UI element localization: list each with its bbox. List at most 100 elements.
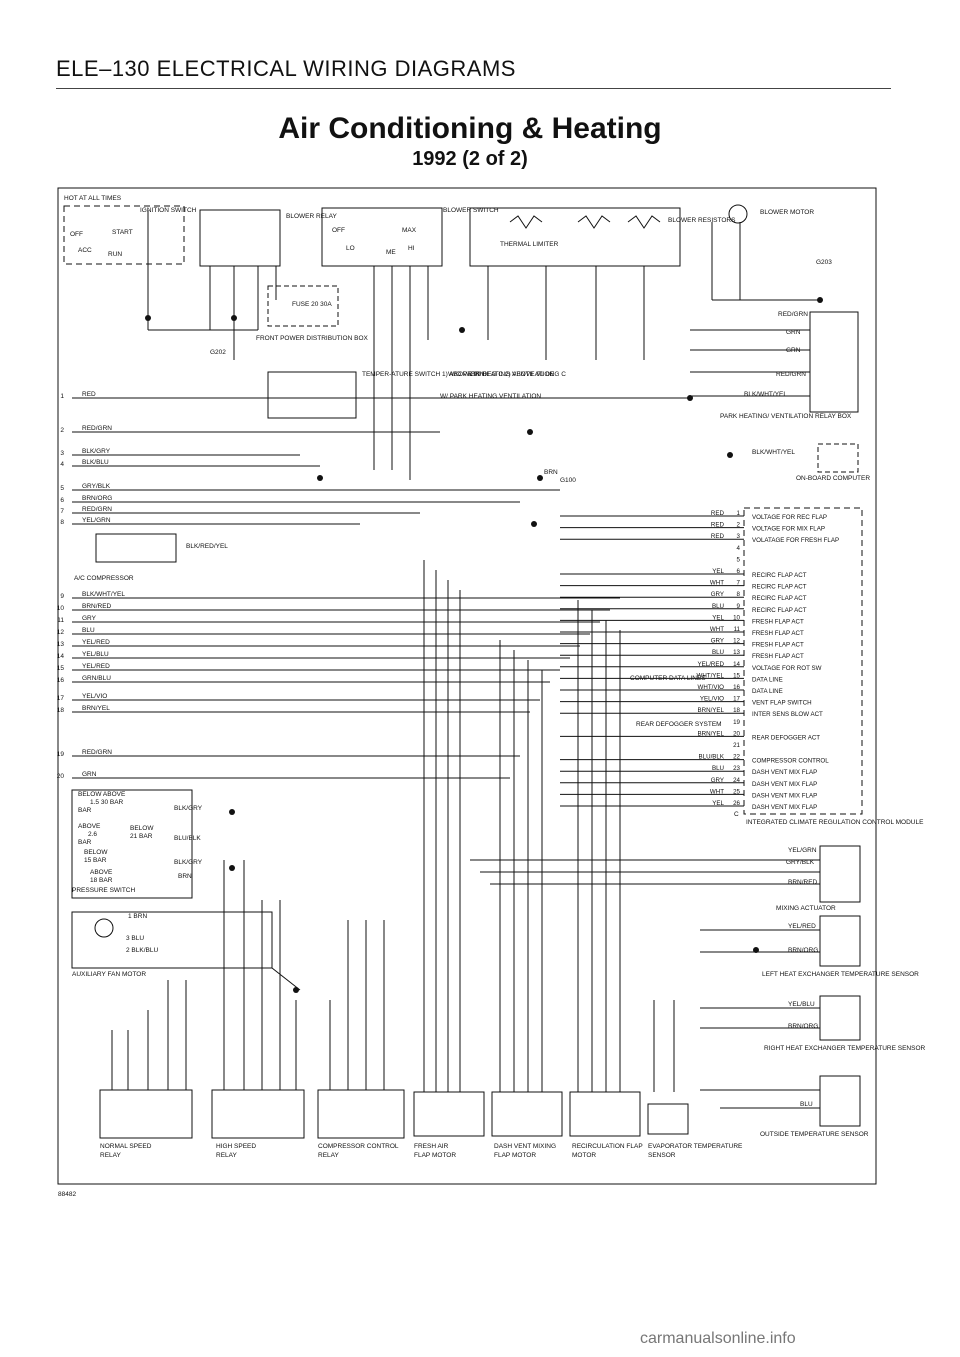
fan-blu-label: 3 BLU (126, 935, 144, 942)
header-rule (56, 88, 891, 89)
mixing-actuator-label: MIXING ACTUATOR (776, 905, 836, 912)
bottom-component-label: RECIRCULATION FLAP (572, 1143, 643, 1150)
module-pin-number: 13 (733, 649, 740, 656)
module-pin-number: 19 (733, 719, 740, 726)
module-pin-color: YEL (712, 800, 724, 807)
left-wire-color: RED/GRN (82, 425, 112, 432)
module-pin-color: GRY (711, 638, 724, 645)
gry-blk-label: GRY/BLK (786, 859, 815, 866)
blower-resistors-box (469, 207, 681, 267)
blower-switch-hi: HI (408, 245, 415, 252)
module-pin-number: 24 (733, 777, 740, 784)
left-wire-color: BLK/GRY (82, 448, 111, 455)
module-pin-number: 20 (733, 730, 740, 737)
high-speed-relay-box (211, 1089, 305, 1139)
left-wire-color: YEL/RED (82, 639, 110, 646)
left-wire-number: 20 (57, 773, 65, 780)
module-pin-number: 11 (734, 626, 741, 633)
module-pin-color: RED (711, 533, 725, 540)
blk-gry2-label: BLK/GRY (174, 859, 203, 866)
pressure-15-30: 1.5 30 BAR (90, 799, 124, 806)
fuse-label: FUSE 20 30A (292, 301, 332, 308)
module-pin-color: WHT (710, 626, 724, 633)
blower-switch-box (321, 207, 443, 267)
blk-red-yel-label: BLK/RED/YEL (186, 543, 228, 550)
left-wire-color: BRN/YEL (82, 705, 110, 712)
left-wire-number: 8 (60, 519, 64, 526)
bottom-vertical-wires (111, 560, 675, 1092)
module-pin-number: 2 (737, 522, 741, 529)
module-pin-function: VOLTAGE FOR ROT SW (752, 665, 822, 672)
module-pin-function: RECIRC FLAP ACT (752, 607, 807, 614)
module-pin-number: 1 (737, 510, 741, 517)
fuse-box (267, 285, 339, 327)
recirc-motor-box (569, 1091, 641, 1137)
pressure-switch-label: PRESSURE SWITCH (72, 887, 136, 894)
compressor-relay-box (317, 1089, 405, 1139)
left-wire-color: BLK/WHT/YEL (82, 591, 125, 598)
pressure-below-above: BELOW ABOVE (78, 791, 126, 798)
ignition-switch-box (63, 205, 185, 265)
left-wire-number: 18 (57, 707, 65, 714)
pressure-switch-box (71, 789, 193, 899)
module-pin-color: WHT (710, 788, 724, 795)
left-wire-color: YEL/VIO (82, 693, 107, 700)
red-grn-8-label: RED/GRN (776, 371, 806, 378)
computer-data-lines-label: COMPUTER DATA LINES (630, 675, 706, 682)
left-wire-color: BLU (82, 627, 95, 634)
left-wire-number: 9 (60, 593, 64, 600)
blk-wht-yel-4-label: BLK/WHT/YEL (744, 391, 787, 398)
bottom-component-label: MOTOR (572, 1152, 596, 1159)
aux-fan-label: AUXILIARY FAN MOTOR (72, 971, 146, 978)
g203-label: G203 (816, 259, 832, 266)
blk-wht-yel-14-label: BLK/WHT/YEL (752, 449, 795, 456)
brn-red-label: BRN/RED (788, 879, 818, 886)
module-pin-color: YEL/VIO (700, 696, 724, 703)
left-wire-color: GRN/BLU (82, 675, 111, 682)
module-pin-function: VENT FLAP SWITCH (752, 700, 812, 707)
module-pin-function: FRESH FLAP ACT (752, 630, 804, 637)
module-pin-function: DATA LINE (752, 676, 783, 683)
module-pin-function: DATA LINE (752, 688, 783, 695)
left-wire-number: 1 (60, 393, 64, 400)
module-pin-function: VOLTAGE FOR REC FLAP (752, 514, 827, 521)
mixing-actuator-box (819, 845, 861, 903)
module-pin-function: INTER SENS BLOW ACT (752, 711, 823, 718)
module-pin-color: YEL (712, 614, 724, 621)
module-pin-color: BRN/YEL (698, 707, 725, 714)
bottom-component-label: FLAP MOTOR (414, 1152, 456, 1159)
bottom-component-label: EVAPORATOR TEMPERATURE (648, 1143, 743, 1150)
blower-motor-label: BLOWER MOTOR (760, 209, 814, 216)
left-wire-number: 10 (57, 605, 65, 612)
fan-brn-label: 1 BRN (128, 913, 147, 920)
left-wire-color: RED/GRN (82, 506, 112, 513)
bottom-component-label: NORMAL SPEED (100, 1143, 152, 1150)
left-wire-number: 17 (57, 695, 65, 702)
ignition-start-label: START (112, 229, 133, 236)
pressure-21: 21 BAR (130, 833, 153, 840)
module-pin-function: FRESH FLAP ACT (752, 618, 804, 625)
outside-sensor-box (819, 1075, 861, 1127)
figure-number: 88482 (58, 1191, 76, 1198)
module-pin-number: 23 (733, 765, 740, 772)
pressure-above2: ABOVE (90, 869, 113, 876)
bottom-component-label: SENSOR (648, 1152, 676, 1159)
pressure-bar: BAR (78, 807, 92, 814)
aux-fan-motor-symbol (94, 918, 114, 938)
yel-red-label: YEL/RED (788, 923, 816, 930)
ignition-acc-label: ACC (78, 247, 92, 254)
left-wire-color: BRN/RED (82, 603, 112, 610)
g100-brn-label: BRN (544, 469, 558, 476)
module-pin-function: COMPRESSOR CONTROL (752, 758, 829, 765)
ac-compressor-box (95, 533, 177, 563)
left-wire-number: 4 (60, 461, 64, 468)
left-wire-number: 7 (60, 508, 64, 515)
pressure-15: 15 BAR (84, 857, 107, 864)
grn-6-label: GRN (786, 347, 801, 354)
module-pin-color: BLU (712, 603, 724, 610)
module-pin-color: WHT (710, 580, 724, 587)
